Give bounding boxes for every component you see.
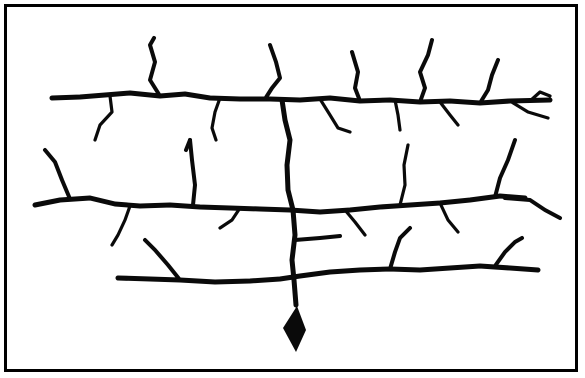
main-trunk xyxy=(282,100,296,305)
row2-main-channel xyxy=(35,196,525,212)
connector-channel xyxy=(190,140,195,205)
row3-branch xyxy=(495,238,522,266)
row1-branch xyxy=(150,38,160,96)
row3-branch xyxy=(295,236,340,240)
row1-branch xyxy=(395,100,400,130)
row2-branch xyxy=(45,150,70,199)
row1-branch xyxy=(440,102,458,125)
row2-branch xyxy=(505,198,560,218)
row1-branch xyxy=(95,96,112,140)
row3-branch xyxy=(390,228,410,269)
row1-branch xyxy=(212,98,220,140)
row1-branch xyxy=(480,60,498,103)
row1-branch xyxy=(352,52,360,101)
row1-branch xyxy=(320,99,350,132)
row1-branch xyxy=(265,45,280,99)
row2-branch xyxy=(345,210,365,235)
row2-branch xyxy=(220,208,240,228)
row2-branch xyxy=(112,206,130,245)
row1-branch xyxy=(510,101,548,118)
row2-branch xyxy=(440,203,458,232)
outflow-arrow-icon xyxy=(283,306,306,352)
row2-branch xyxy=(400,145,408,205)
row2-branch xyxy=(495,140,515,197)
row1-branch xyxy=(420,40,432,102)
row1-main-channel xyxy=(52,93,550,103)
row3-branch xyxy=(145,240,180,280)
